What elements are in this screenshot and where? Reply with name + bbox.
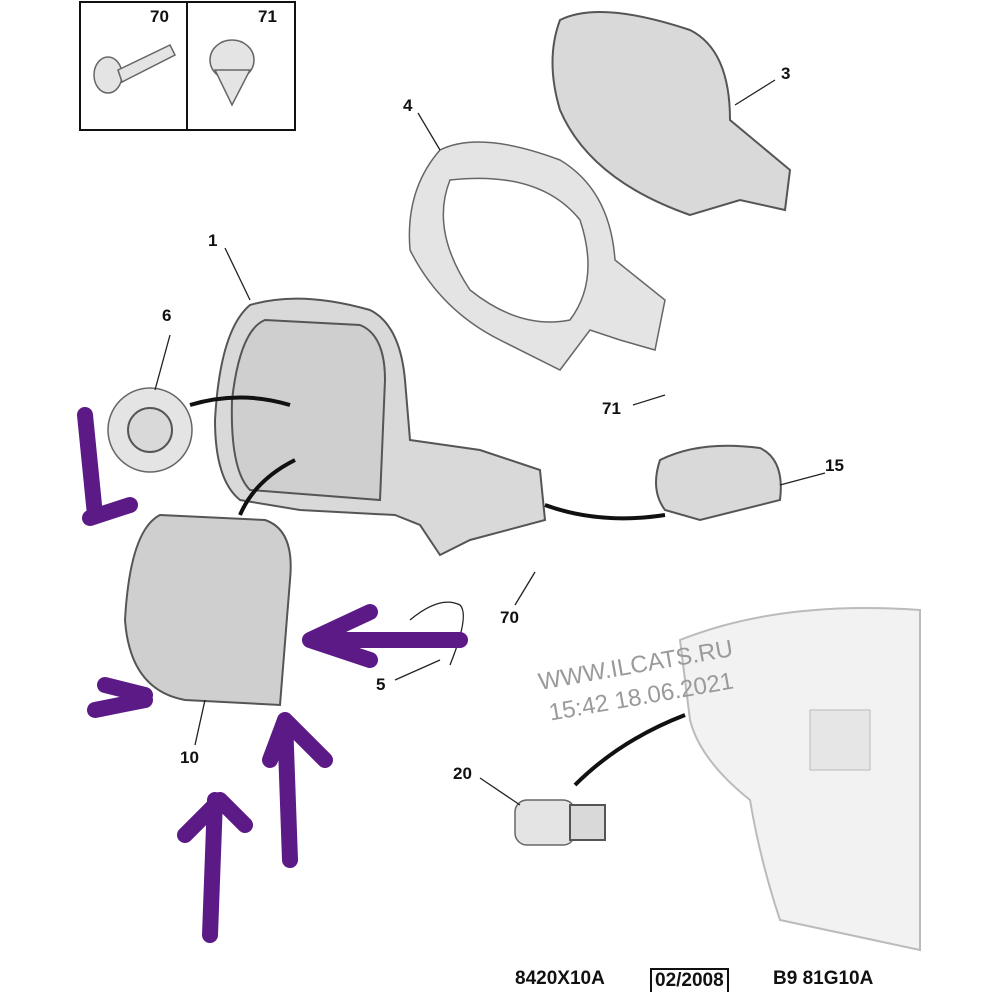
arrow-up-left <box>87 677 153 718</box>
screw-icon <box>93 44 177 94</box>
fastener-inset: 70 71 <box>79 1 296 131</box>
arrow-up-2 <box>177 792 253 943</box>
arrow-down-left <box>77 407 138 526</box>
callout-1: 1 <box>208 231 217 250</box>
dashboard-panel <box>809 709 871 771</box>
callout-10: 10 <box>180 748 199 767</box>
clip-icon <box>209 39 255 107</box>
callout-6: 6 <box>162 306 171 325</box>
mirror-cover-part-3 <box>551 11 792 217</box>
watermark: WWW.ILCATS.RU 15:42 18.06.2021 <box>536 635 735 726</box>
callout-4: 4 <box>403 96 413 115</box>
cap-part-15 <box>655 444 782 522</box>
diagram-reference: B9 81G10A <box>773 968 874 989</box>
callout-71: 71 <box>602 399 621 418</box>
callout-15: 15 <box>825 456 844 475</box>
switch-part-20 <box>514 799 606 846</box>
callout-5: 5 <box>376 675 385 694</box>
housing-glass <box>230 318 387 502</box>
callout-3: 3 <box>781 64 790 83</box>
diagram-date: 02/2008 <box>650 968 729 992</box>
diagram-code: 8420X10A <box>515 968 605 989</box>
callout-70: 70 <box>500 608 519 627</box>
annotation-arrows <box>77 407 468 943</box>
motor-part-6 <box>107 387 193 473</box>
dashboard <box>678 607 921 952</box>
mirror-frame-part-4 <box>408 141 666 371</box>
arrow-left <box>302 604 468 668</box>
inset-label-71: 71 <box>258 7 277 26</box>
callout-20: 20 <box>453 764 472 783</box>
mirror-glass-part-10 <box>123 513 292 707</box>
arrow-up-1 <box>262 712 333 868</box>
inset-label-70: 70 <box>150 7 169 26</box>
